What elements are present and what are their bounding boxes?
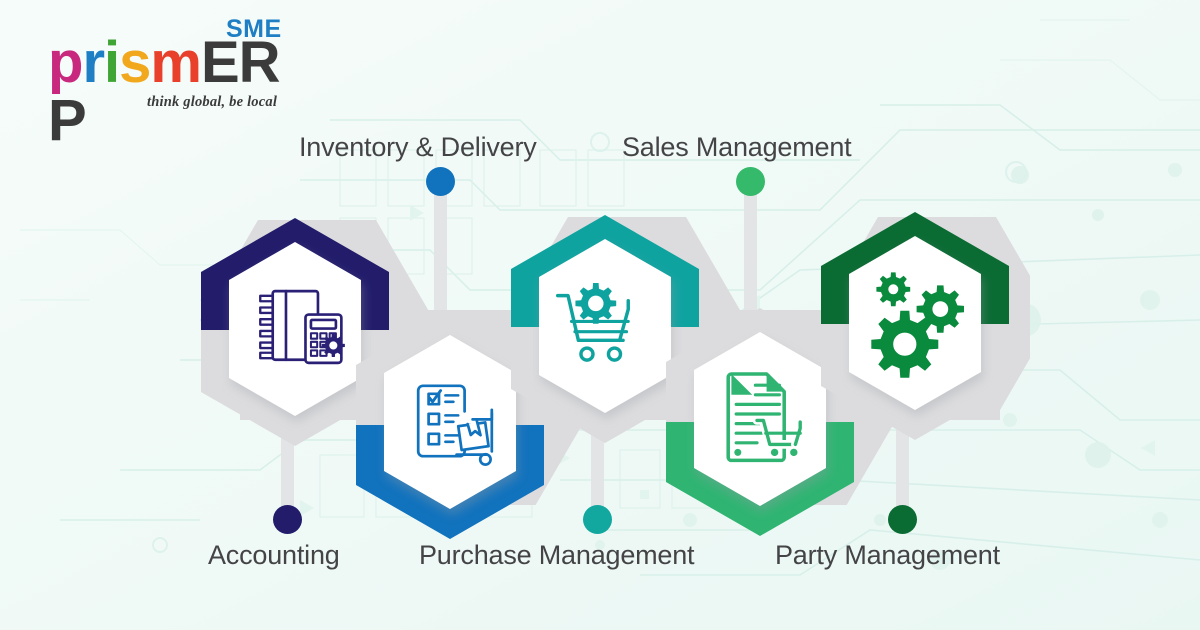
logo-tagline: think global, be local bbox=[147, 94, 278, 110]
stem-inventory-delivery bbox=[434, 170, 447, 340]
label-accounting: Accounting bbox=[208, 540, 340, 570]
dot-inventory-delivery bbox=[426, 167, 455, 196]
dot-sales-management bbox=[736, 167, 765, 196]
stem-sales-management bbox=[744, 170, 757, 340]
dot-party-management bbox=[888, 505, 917, 534]
logo-letter-p: p bbox=[48, 30, 83, 95]
label-purchase-management: Purchase Management bbox=[419, 540, 695, 570]
logo-letter-R: R bbox=[238, 30, 281, 95]
logo-letter-P: P bbox=[48, 88, 87, 153]
prismerp-sme-logo: prismERP SME think global, be local bbox=[48, 14, 288, 150]
label-inventory-delivery: Inventory & Delivery bbox=[299, 132, 537, 162]
gears-icon bbox=[871, 272, 964, 378]
logo-wordmark: prismERP bbox=[48, 34, 288, 150]
hexagon-purchase-management[interactable] bbox=[345, 305, 555, 545]
logo-letter-s: s bbox=[119, 30, 151, 95]
ledger-calculator-gear-icon bbox=[259, 289, 345, 365]
logo-letter-i: i bbox=[104, 30, 120, 95]
label-party-management: Party Management bbox=[775, 540, 1000, 570]
dot-accounting bbox=[273, 505, 302, 534]
document-cart-icon bbox=[726, 372, 805, 463]
hexagon-party-management[interactable] bbox=[655, 302, 865, 542]
dot-purchase-management bbox=[583, 505, 612, 534]
label-sales-management: Sales Management bbox=[622, 132, 852, 162]
checklist-handtruck-icon bbox=[416, 384, 494, 466]
logo-sme-superscript: SME bbox=[226, 15, 282, 43]
logo-letter-r: r bbox=[82, 30, 105, 95]
logo-letter-E: E bbox=[200, 30, 240, 95]
logo-letter-m: m bbox=[150, 30, 202, 95]
cart-gear-icon bbox=[556, 283, 630, 362]
hexagon-accounting[interactable] bbox=[190, 212, 400, 452]
hexagon-inventory-delivery[interactable] bbox=[810, 206, 1020, 446]
